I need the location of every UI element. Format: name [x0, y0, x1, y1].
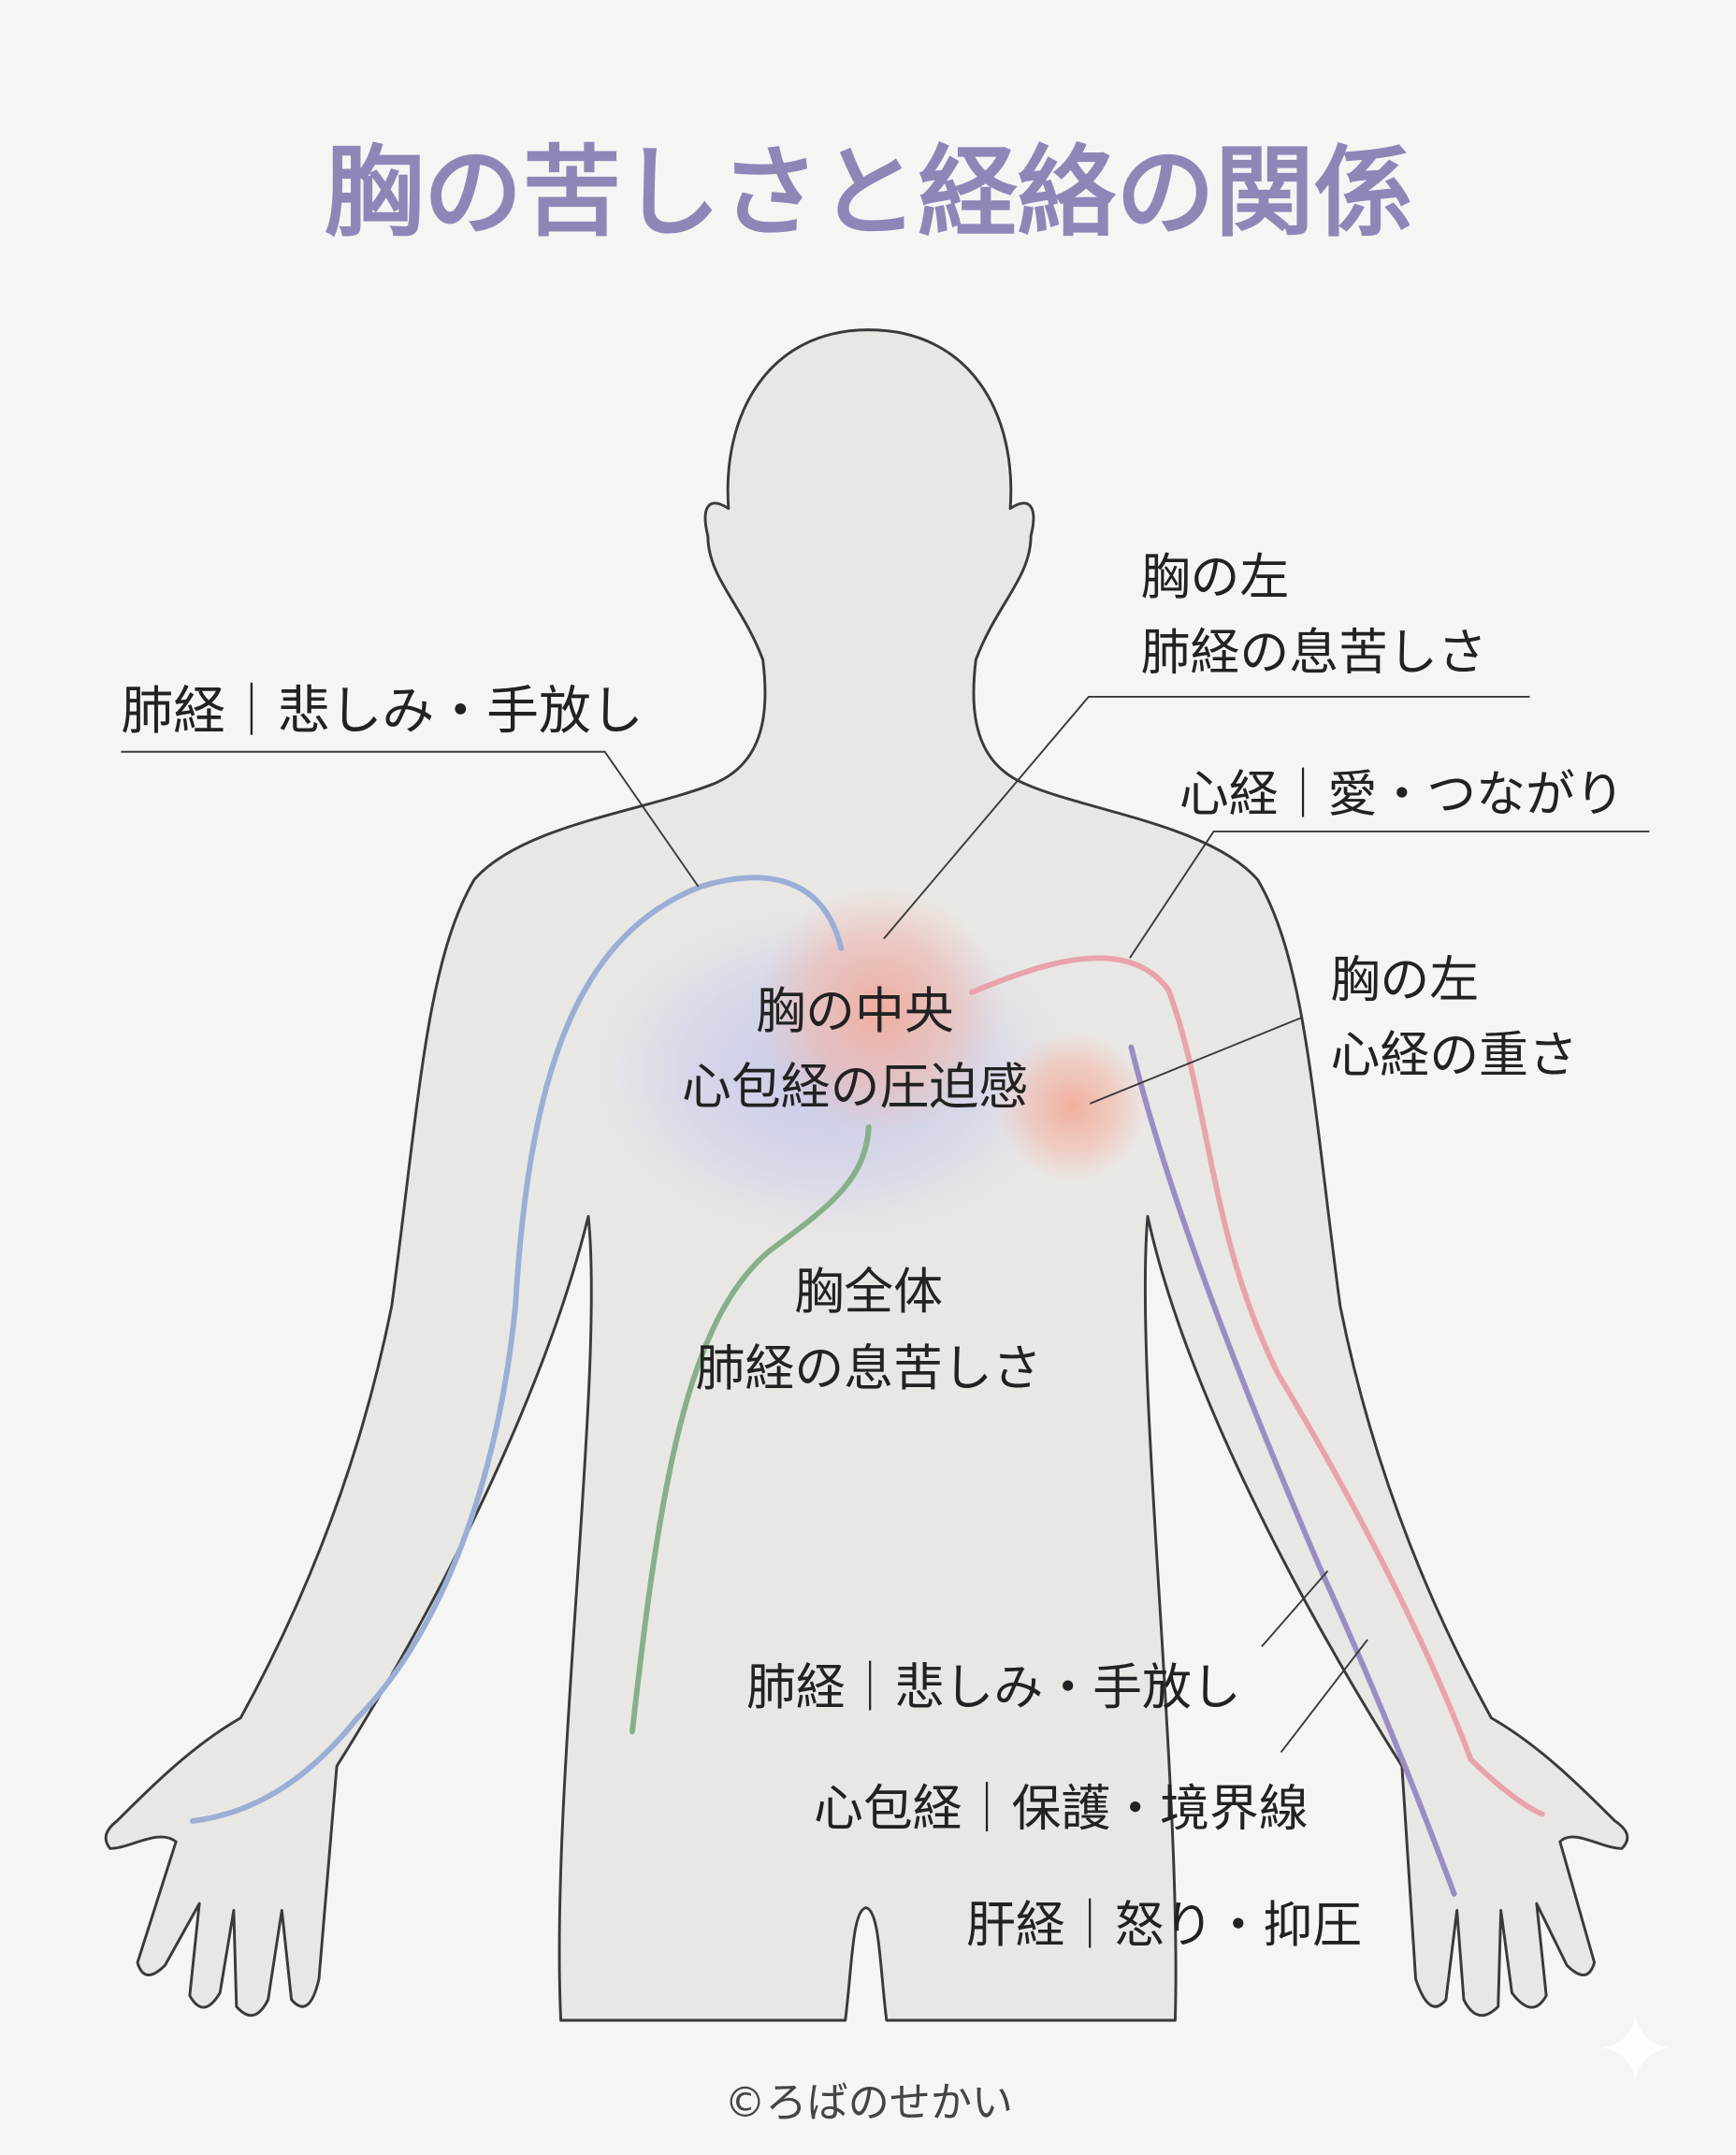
- label-pericardium: 心包経｜保護・境界線: [814, 1780, 1309, 1837]
- heart-meridian-line: [969, 955, 1545, 1817]
- left-chest-red-glow: [996, 1031, 1149, 1182]
- label-left-chest-heart-desc: 心経の重さ: [1330, 1027, 1577, 1084]
- label-liver: 肝経｜怒り・抑圧: [966, 1897, 1362, 1954]
- label-left-chest-lung-desc: 肺経の息苦しさ: [1141, 625, 1487, 682]
- label-lung-lower: 肺経｜悲しみ・手放し: [746, 1659, 1241, 1716]
- credit: ©ろばのせかい: [724, 2079, 1013, 2127]
- label-left-chest-heart-title: 胸の左: [1330, 951, 1479, 1008]
- lung-meridian-line: [189, 875, 845, 1824]
- label-heart-meridian: 心経｜愛・つながり: [1179, 766, 1625, 823]
- label-left-chest-lung-title: 胸の左: [1141, 549, 1290, 606]
- label-whole-chest-title: 胸全体: [794, 1264, 943, 1321]
- label-lung-upper: 肺経｜悲しみ・手放し: [121, 681, 643, 742]
- label-chest-center-title: 胸の中央: [756, 983, 954, 1040]
- pericardium-meridian-line: [1128, 1044, 1457, 1897]
- chest-center-red-glow: [756, 886, 1004, 1135]
- leader-lines: [121, 696, 1650, 1754]
- label-chest-center-desc: 心包経の圧迫感: [682, 1059, 1028, 1116]
- label-whole-chest-desc: 肺経の息苦しさ: [696, 1340, 1042, 1397]
- liver-meridian-line: [629, 1123, 872, 1735]
- page-title: 胸の苦しさと経絡の関係: [325, 135, 1413, 250]
- sparkle-icon: [1600, 2013, 1671, 2083]
